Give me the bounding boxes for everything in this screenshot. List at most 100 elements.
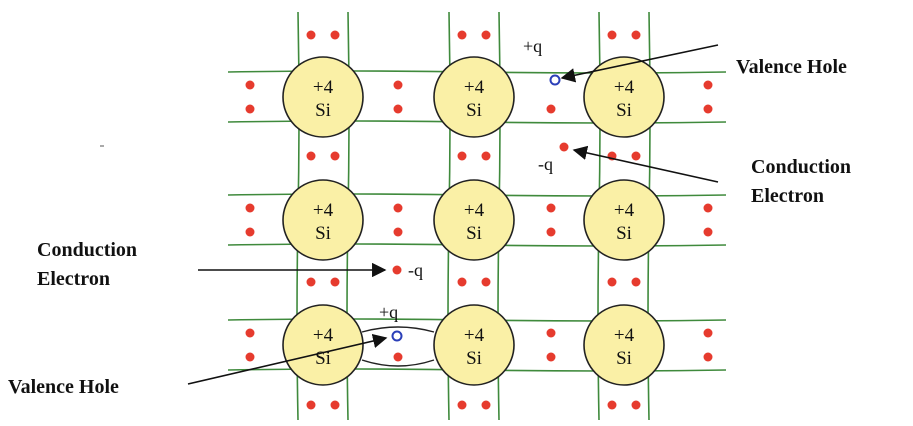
atom-charge: +4 xyxy=(614,77,635,98)
silicon-atom: +4Si xyxy=(433,304,515,386)
silicon-atom: +4Si xyxy=(583,304,665,386)
atom-core xyxy=(282,56,364,138)
bond-electron xyxy=(703,80,713,90)
bond-electron xyxy=(546,227,556,237)
bond-electron xyxy=(607,277,617,287)
bond-electron xyxy=(330,400,340,410)
atom-element: Si xyxy=(466,348,482,369)
bond-electron xyxy=(393,80,403,90)
silicon-atom: +4Si xyxy=(282,179,364,261)
bond-electron xyxy=(306,400,316,410)
label-conduction-right-line2: Electron xyxy=(751,185,824,207)
bond-electron xyxy=(393,203,403,213)
hole-bottom-charge: +q xyxy=(379,302,398,322)
label-valence-hole-bottom: Valence Hole xyxy=(8,376,119,398)
bond-electron xyxy=(245,227,255,237)
atom-charge: +4 xyxy=(464,200,485,221)
atom-core xyxy=(583,56,665,138)
atom-core xyxy=(583,179,665,261)
bond-electron xyxy=(631,151,641,161)
bond-electrons xyxy=(245,30,713,410)
atom-core xyxy=(433,179,515,261)
bond-electron xyxy=(306,277,316,287)
bond-electron xyxy=(631,400,641,410)
bond-electron xyxy=(481,30,491,40)
bond-electron xyxy=(631,277,641,287)
atom-charge: +4 xyxy=(464,77,485,98)
bond-electron xyxy=(546,203,556,213)
bond-electron xyxy=(330,30,340,40)
bond-electron xyxy=(481,277,491,287)
silicon-atom: +4Si xyxy=(583,179,665,261)
atom-charge: +4 xyxy=(313,77,334,98)
bond-electron xyxy=(393,227,403,237)
atom-charge: +4 xyxy=(614,200,635,221)
annotation-labels: Valence Hole Conduction Electron Conduct… xyxy=(8,56,851,398)
label-conduction-left-line2: Electron xyxy=(37,268,110,290)
annotation-arrows xyxy=(187,44,719,385)
electron-top-charge: -q xyxy=(538,154,553,174)
bond-electron xyxy=(457,277,467,287)
bond-electron xyxy=(306,30,316,40)
bond-electron xyxy=(457,30,467,40)
bond-electron xyxy=(245,328,255,338)
bond-electron xyxy=(631,30,641,40)
atom-core xyxy=(282,304,364,386)
label-valence-hole-top: Valence Hole xyxy=(736,56,847,78)
bond-electron xyxy=(393,352,403,362)
silicon-atom: +4Si xyxy=(433,56,515,138)
bond-electron xyxy=(607,30,617,40)
label-conduction-right-line1: Conduction xyxy=(751,156,851,178)
bond-electron xyxy=(457,151,467,161)
silicon-atom: +4Si xyxy=(282,304,364,386)
silicon-atom: +4Si xyxy=(282,56,364,138)
atom-charge: +4 xyxy=(313,325,334,346)
electron-mid-charge: -q xyxy=(408,260,423,280)
atom-charge: +4 xyxy=(464,325,485,346)
atom-core xyxy=(282,179,364,261)
atom-charge: +4 xyxy=(614,325,635,346)
bond-electron xyxy=(481,151,491,161)
bond-electron xyxy=(330,151,340,161)
bond-electron xyxy=(245,80,255,90)
atom-element: Si xyxy=(315,100,331,121)
bond-electron xyxy=(481,400,491,410)
bond-electron xyxy=(546,328,556,338)
atom-element: Si xyxy=(616,348,632,369)
bond-electron xyxy=(393,104,403,114)
bond-electron xyxy=(703,227,713,237)
bond-electron xyxy=(703,203,713,213)
hole-top-charge: +q xyxy=(523,36,542,56)
bond-electron xyxy=(546,104,556,114)
valence-hole-top xyxy=(549,74,561,86)
bond-electron xyxy=(245,203,255,213)
arrow-conduction-right xyxy=(572,145,719,183)
conduction-electron-mid xyxy=(392,265,402,275)
atom-core xyxy=(583,304,665,386)
atom-element: Si xyxy=(616,223,632,244)
atom-charge: +4 xyxy=(313,200,334,221)
silicon-atom: +4Si xyxy=(433,179,515,261)
bond-electron xyxy=(703,352,713,362)
bond-electron xyxy=(703,328,713,338)
broken-bond-outline xyxy=(361,326,435,367)
bond-electron xyxy=(546,352,556,362)
bond-electron xyxy=(245,104,255,114)
conduction-electron-top xyxy=(559,142,569,152)
arrow-valence-hole-top xyxy=(560,44,719,83)
bond-electron xyxy=(703,104,713,114)
atom-element: Si xyxy=(315,223,331,244)
atom-element: Si xyxy=(616,100,632,121)
free-carriers: +q -q -q +q xyxy=(379,36,569,342)
bond-electron xyxy=(306,151,316,161)
atom-element: Si xyxy=(466,100,482,121)
atom-core xyxy=(433,56,515,138)
bond-electron xyxy=(245,352,255,362)
bond-electron xyxy=(607,400,617,410)
silicon-atoms: +4Si+4Si+4Si+4Si+4Si+4Si+4Si+4Si+4Si xyxy=(282,56,665,386)
atom-element: Si xyxy=(466,223,482,244)
bond-electron xyxy=(330,277,340,287)
silicon-atom: +4Si xyxy=(583,56,665,138)
atom-core xyxy=(433,304,515,386)
